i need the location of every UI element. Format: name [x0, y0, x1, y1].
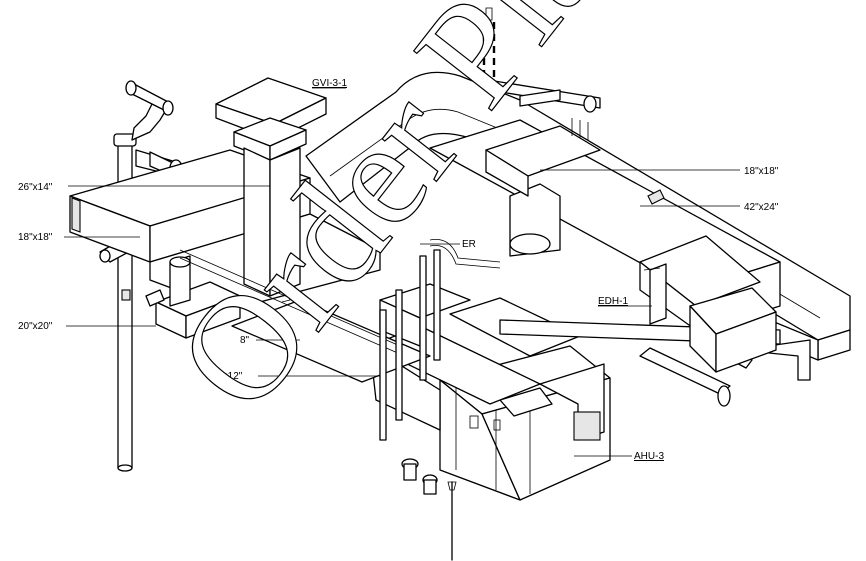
edh-1-heater — [639, 235, 777, 373]
leader-lines — [64, 87, 740, 457]
duct-20x20 — [145, 255, 241, 339]
duct-18x18-upper — [485, 125, 601, 197]
label-duct-8: 8" — [240, 335, 250, 346]
label-duct-18x18-top: 18"x18" — [744, 166, 779, 177]
label-duct-26x14: 26"x14" — [18, 182, 53, 193]
center-pipes — [379, 239, 501, 561]
label-duct-18x18-left: 18"x18" — [18, 232, 53, 243]
top-vent-pipe — [482, 7, 601, 140]
label-duct-42x24: 42"x24" — [744, 202, 779, 213]
gvi-hood — [215, 77, 327, 303]
label-duct-14x12: 14"x12" — [208, 371, 243, 382]
label-ahu-3: AHU-3 — [634, 451, 664, 462]
label-erv: ER — [462, 239, 476, 250]
label-gvi-3-1: GVI-3-1 — [312, 78, 347, 89]
label-duct-20x20: 20"x20" — [18, 321, 53, 332]
label-edh-1: EDH-1 — [598, 296, 628, 307]
